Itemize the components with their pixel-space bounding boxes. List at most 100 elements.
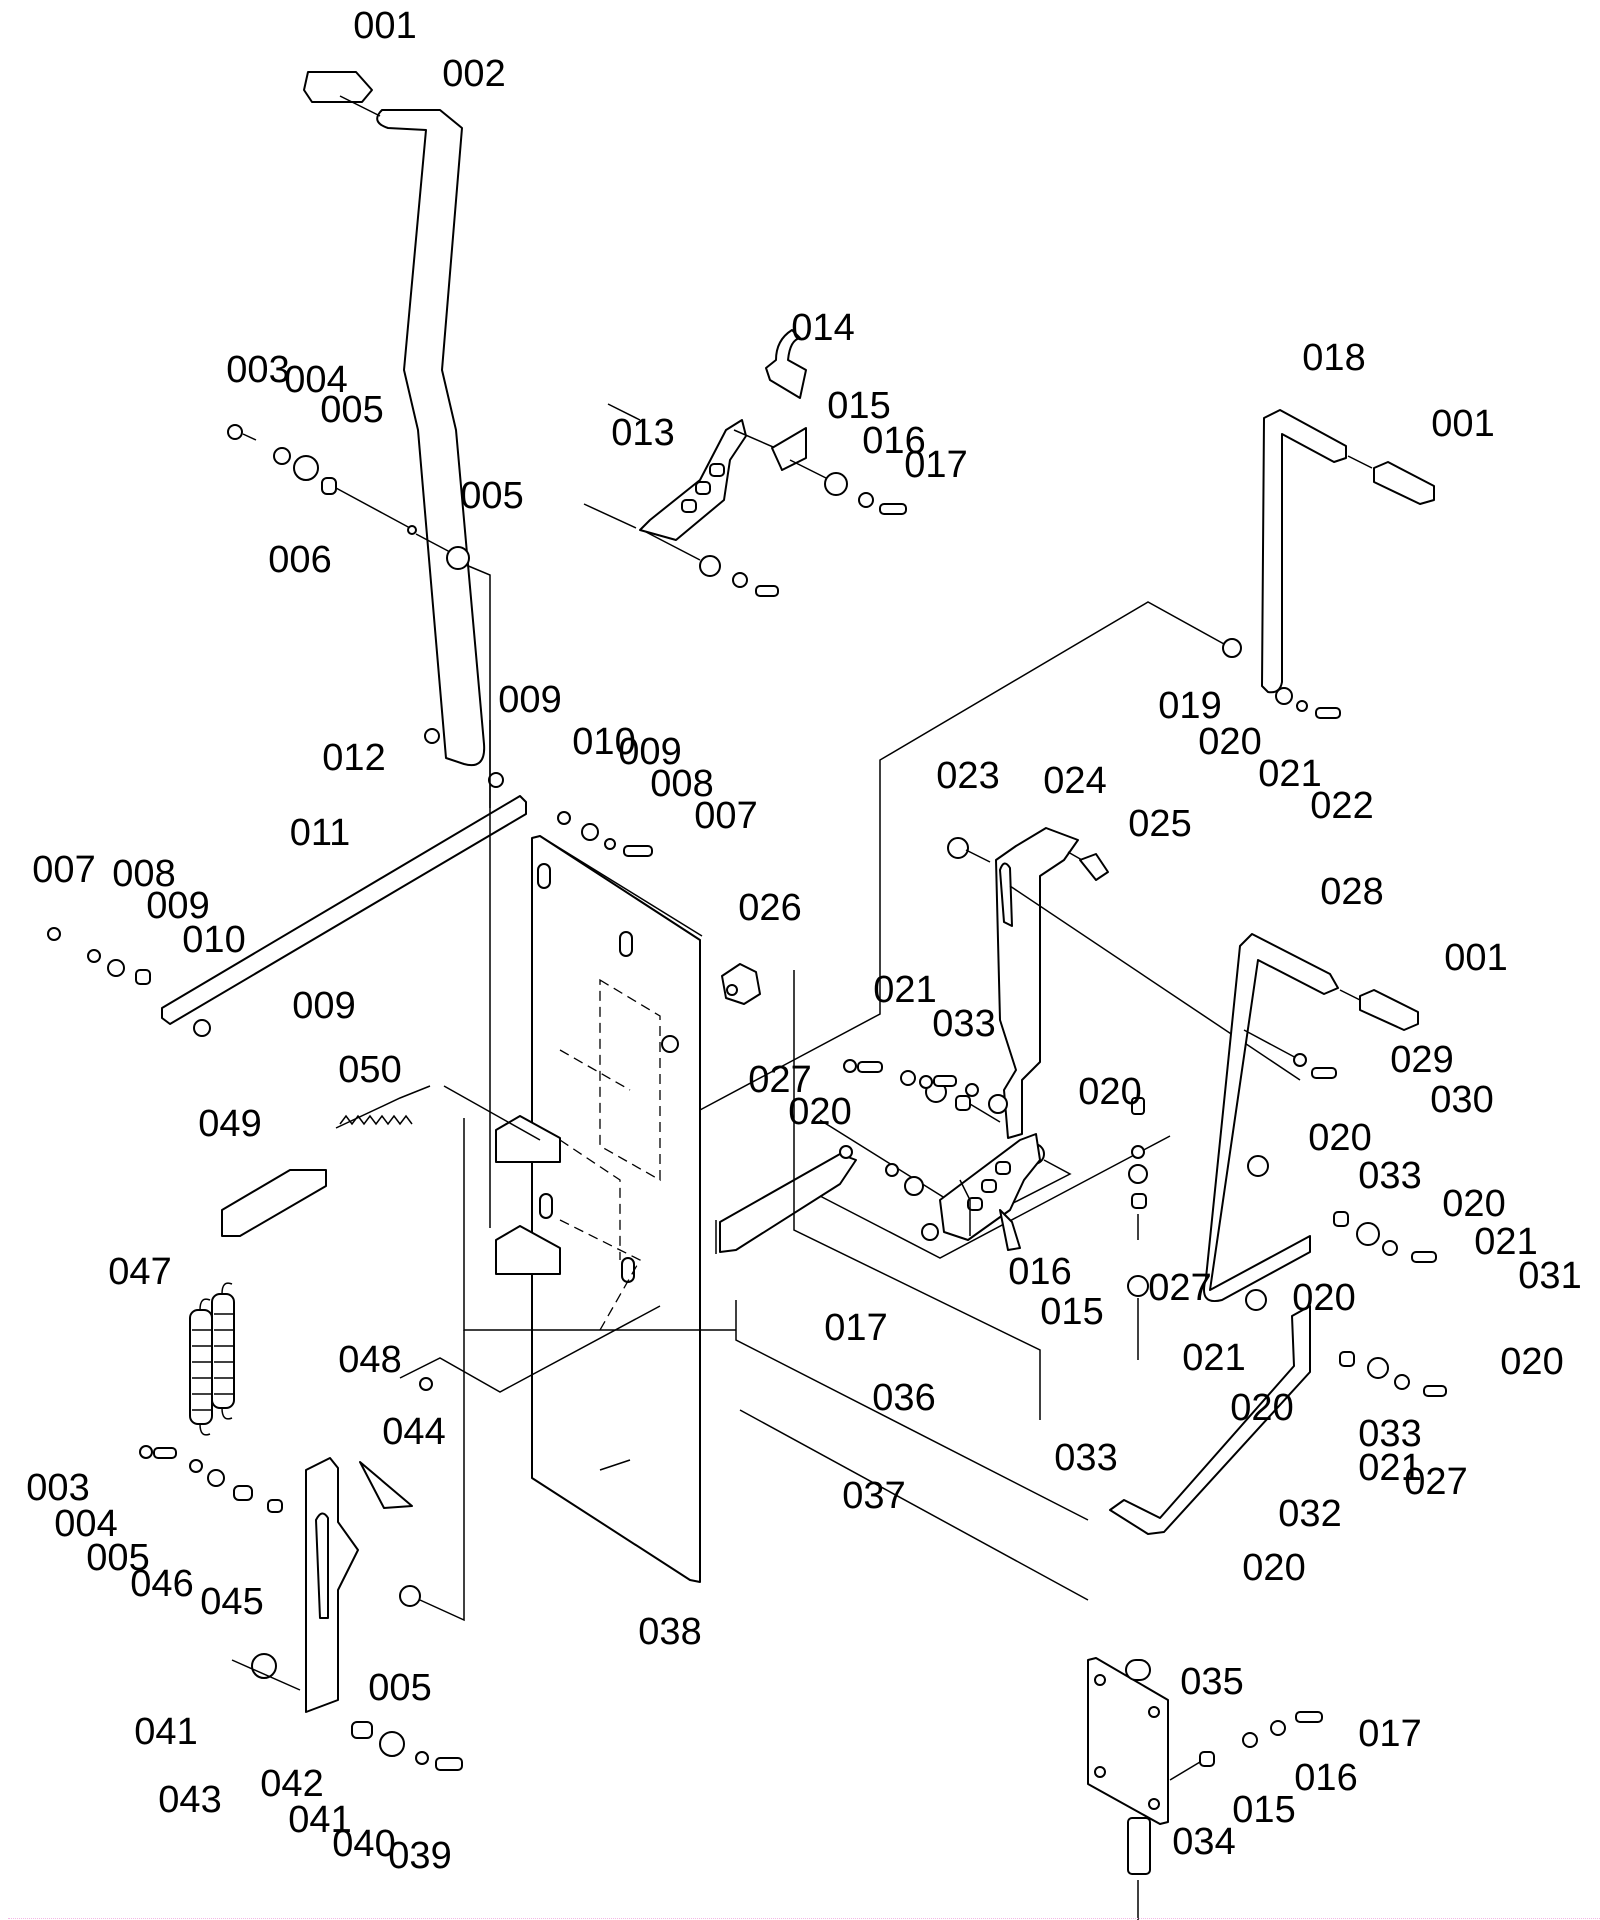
cross-bar-011 — [47, 772, 653, 1037]
callout-layer: 0010020030040050060050130140150160170180… — [26, 5, 1581, 1877]
callout-label-024: 024 — [1043, 760, 1106, 802]
lever-024 — [947, 827, 1301, 1139]
callout-label-020: 020 — [1198, 721, 1261, 763]
callout-label-021: 021 — [873, 969, 936, 1011]
callout-label-008: 008 — [650, 763, 713, 805]
callout-label-011: 011 — [290, 812, 351, 854]
lever-043 — [139, 1305, 661, 1771]
callout-label-021: 021 — [1474, 1221, 1537, 1263]
callout-label-022: 022 — [1310, 785, 1373, 827]
springs-047 — [189, 1282, 235, 1436]
bracket-013 — [583, 403, 781, 597]
callout-label-035: 035 — [1180, 1661, 1243, 1703]
callout-label-032: 032 — [1278, 1493, 1341, 1535]
lever-032 — [1109, 1097, 1447, 1535]
callout-label-027: 027 — [1404, 1461, 1467, 1503]
callout-label-050: 050 — [338, 1049, 401, 1091]
callout-label-043: 043 — [158, 1779, 221, 1821]
callout-label-020: 020 — [1230, 1387, 1293, 1429]
slide-bracket — [495, 1035, 857, 1275]
callout-label-001: 001 — [1444, 937, 1507, 979]
lever-002 — [339, 95, 486, 766]
callout-label-033: 033 — [932, 1003, 995, 1045]
callout-label-033: 033 — [1054, 1437, 1117, 1479]
callout-label-023: 023 — [936, 755, 999, 797]
callout-label-037: 037 — [842, 1475, 905, 1517]
callout-label-029: 029 — [1390, 1039, 1453, 1081]
callout-label-008: 008 — [112, 853, 175, 895]
callout-label-015: 015 — [1040, 1291, 1103, 1333]
callout-label-020: 020 — [788, 1091, 851, 1133]
callout-label-042: 042 — [260, 1763, 323, 1805]
callout-label-045: 045 — [200, 1581, 263, 1623]
callout-label-007: 007 — [694, 795, 757, 837]
callout-label-033: 033 — [1358, 1155, 1421, 1197]
callout-label-021: 021 — [1258, 753, 1321, 795]
callout-label-020: 020 — [1078, 1071, 1141, 1113]
callout-label-020: 020 — [1308, 1117, 1371, 1159]
callout-label-049: 049 — [198, 1103, 261, 1145]
spring-050 — [335, 1085, 541, 1141]
clip-014 — [765, 329, 907, 515]
callout-label-019: 019 — [1158, 685, 1221, 727]
callout-label-006: 006 — [268, 539, 331, 581]
callout-label-015: 015 — [1232, 1789, 1295, 1831]
callout-label-026: 026 — [738, 887, 801, 929]
callout-label-021: 021 — [1358, 1447, 1421, 1489]
callout-label-017: 017 — [824, 1307, 887, 1349]
hinge-plate-035 — [739, 1409, 1323, 1920]
callout-label-001: 001 — [1431, 403, 1494, 445]
callout-label-005: 005 — [320, 389, 383, 431]
callout-label-031: 031 — [1518, 1255, 1581, 1297]
callout-label-005: 005 — [86, 1537, 149, 1579]
callout-label-047: 047 — [108, 1251, 171, 1293]
callout-label-009: 009 — [498, 679, 561, 721]
callout-label-002: 002 — [442, 53, 505, 95]
callout-label-039: 039 — [388, 1835, 451, 1877]
callout-label-041: 041 — [134, 1711, 197, 1753]
callout-label-009: 009 — [146, 885, 209, 927]
callout-label-004: 004 — [284, 359, 347, 401]
callout-label-004: 004 — [54, 1503, 117, 1545]
callout-label-013: 013 — [611, 412, 674, 454]
callout-label-003: 003 — [226, 349, 289, 391]
mounting-plate-038 — [489, 720, 703, 1583]
callout-label-015: 015 — [827, 385, 890, 427]
callout-label-030: 030 — [1430, 1079, 1493, 1121]
callout-label-028: 028 — [1320, 871, 1383, 913]
callout-label-010: 010 — [572, 721, 635, 763]
callout-label-001: 001 — [353, 5, 416, 47]
callout-label-017: 017 — [904, 444, 967, 486]
callout-label-044: 044 — [382, 1411, 445, 1453]
callout-label-005: 005 — [368, 1667, 431, 1709]
callout-label-016: 016 — [1008, 1251, 1071, 1293]
callout-label-027: 027 — [1148, 1267, 1211, 1309]
callout-label-017: 017 — [1358, 1713, 1421, 1755]
callout-label-014: 014 — [791, 307, 854, 349]
callout-label-048: 048 — [338, 1339, 401, 1381]
pedal-pad-001 — [303, 71, 373, 103]
knob-026 — [721, 963, 761, 1005]
callout-label-003: 003 — [26, 1467, 89, 1509]
lever-028 — [819, 933, 1437, 1311]
callout-label-016: 016 — [862, 420, 925, 462]
callout-label-036: 036 — [872, 1377, 935, 1419]
callout-label-009: 009 — [292, 985, 355, 1027]
callout-label-027: 027 — [748, 1059, 811, 1101]
callout-label-034: 034 — [1172, 1821, 1235, 1863]
bracket-036 — [839, 1075, 1041, 1251]
callout-label-040: 040 — [332, 1823, 395, 1865]
callout-label-012: 012 — [322, 737, 385, 779]
callout-label-020: 020 — [1292, 1277, 1355, 1319]
callout-label-041: 041 — [288, 1799, 351, 1841]
callout-label-020: 020 — [1442, 1183, 1505, 1225]
callout-label-018: 018 — [1302, 337, 1365, 379]
bottom-divider — [8, 1918, 1600, 1919]
callout-label-038: 038 — [638, 1611, 701, 1653]
callout-label-007: 007 — [32, 849, 95, 891]
callout-label-025: 025 — [1128, 803, 1191, 845]
callout-label-005: 005 — [460, 475, 523, 517]
callout-label-009: 009 — [618, 731, 681, 773]
callout-label-016: 016 — [1294, 1757, 1357, 1799]
